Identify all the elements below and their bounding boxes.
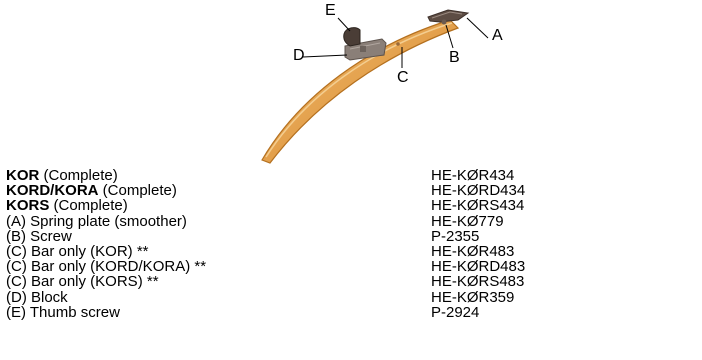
part-description: (A) Spring plate (smoother): [6, 212, 187, 230]
parts-row: (C) Bar only (KORS) ** HE-KØRS483: [6, 274, 696, 289]
parts-row: (C) Bar only (KOR) ** HE-KØR483: [6, 244, 696, 259]
part-number: HE-KØRS434: [431, 197, 525, 215]
part-description: (C) Bar only (KORS) **: [6, 273, 159, 291]
part-description: (Complete): [39, 167, 118, 184]
leader-e: [337, 17, 351, 32]
part-number: HE-KØR359: [431, 288, 515, 306]
parts-row: KORS (Complete) HE-KØRS434: [6, 198, 696, 213]
part-number: HE-KØR483: [431, 242, 515, 260]
parts-row: (B) Screw P-2355: [6, 229, 696, 244]
parts-row: (A) Spring plate (smoother) HE-KØ779: [6, 214, 696, 229]
callout-d: D: [293, 47, 305, 64]
screw-part-b: [441, 19, 447, 25]
parts-row: KOR (Complete) HE-KØR434: [6, 168, 696, 183]
part-number: HE-KØRD434: [431, 182, 526, 200]
callout-a: A: [492, 27, 503, 44]
leader-a: [466, 17, 489, 39]
parts-list: KOR (Complete) HE-KØR434 KORD/KORA (Comp…: [6, 168, 696, 320]
part-description: (Complete): [98, 182, 177, 200]
thumb-screw-part-e: [343, 27, 361, 47]
part-number: HE-KØR434: [431, 167, 515, 184]
callout-b: B: [449, 49, 460, 66]
part-name: KORD/KORA: [6, 182, 99, 200]
part-description: (C) Bar only (KOR) **: [6, 242, 149, 260]
part-number: P-2355: [431, 227, 480, 245]
product-illustration: E D C B A: [0, 0, 702, 170]
leader-d: [302, 54, 348, 58]
spring-plate-part-a: [427, 9, 470, 23]
parts-row: (D) Block HE-KØR359: [6, 290, 696, 305]
callout-e: E: [325, 2, 336, 19]
bar-pin: [396, 42, 400, 46]
part-description: (B) Screw: [6, 227, 72, 245]
part-name: KORS: [6, 197, 50, 215]
parts-row: (E) Thumb screw P-2924: [6, 305, 696, 320]
part-number: HE-KØRS483: [431, 273, 525, 291]
part-description: (D) Block: [6, 288, 68, 306]
parts-row: KORD/KORA (Complete) HE-KØRD434: [6, 183, 696, 198]
part-number: HE-KØRD483: [431, 258, 526, 276]
part-name: KOR: [6, 167, 40, 184]
part-number: P-2924: [431, 303, 480, 321]
fretsaw-hold-down-drawing: [261, 9, 489, 164]
callout-c: C: [397, 69, 409, 86]
parts-row: (C) Bar only (KORD/KORA) ** HE-KØRD483: [6, 259, 696, 274]
part-description: (C) Bar only (KORD/KORA) **: [6, 258, 207, 276]
part-number: HE-KØ779: [431, 212, 504, 230]
part-description: (E) Thumb screw: [6, 303, 120, 321]
leader-b: [445, 24, 454, 49]
bar-part-c: [261, 19, 460, 164]
part-description: (Complete): [49, 197, 128, 215]
